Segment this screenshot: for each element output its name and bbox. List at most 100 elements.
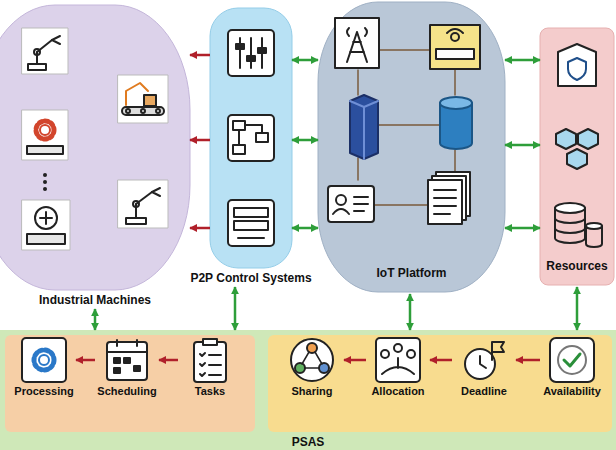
machines-region: [0, 5, 190, 290]
drawing-part: [22, 18, 602, 382]
router-icon: [430, 25, 480, 69]
connector-arrow: [190, 139, 210, 142]
drawing-part: [233, 121, 245, 130]
drawing-part: [234, 208, 268, 217]
drawing-part: [578, 129, 598, 149]
connector-arrow: [190, 54, 210, 57]
drawing-part: [107, 351, 147, 353]
iot-region: [318, 2, 505, 292]
region-node: Industrial Machines: [0, 5, 190, 290]
drawing-part: [27, 146, 63, 154]
robot-arm-icon: [22, 28, 68, 74]
connector-arrow: [292, 227, 318, 230]
server-panel-icon: [228, 200, 274, 246]
drawing-part: [239, 125, 262, 145]
drawing-part: [126, 109, 130, 113]
id-card-icon: [328, 186, 374, 222]
flowchart-icon: [228, 115, 274, 161]
drawing-part: [376, 338, 420, 382]
drawing-part: [480, 356, 486, 368]
drawing-part: [203, 339, 217, 345]
drawing-part: [357, 70, 359, 95]
drawing-part: [333, 209, 349, 214]
documents-icon: [428, 172, 470, 224]
drawing-part: [336, 195, 346, 205]
drawing-part: [43, 180, 47, 184]
drawing-part: [134, 366, 140, 371]
region-label: P2P Control Systems: [190, 271, 311, 285]
drawing-part: [492, 342, 504, 360]
drawing-part: [555, 203, 585, 213]
drawing-part: [319, 363, 329, 373]
drawing-part: [114, 368, 120, 373]
drawing-part: [43, 187, 47, 191]
processing-icon: [22, 338, 66, 382]
region-node: Resources: [540, 28, 614, 285]
drawing-part: [228, 200, 274, 246]
drawing-part: [454, 150, 456, 172]
drawing-part: [394, 344, 402, 352]
drawing-part: [428, 180, 462, 224]
connector-arrow: [344, 359, 366, 362]
drawing-part: [568, 58, 586, 80]
drawing-part: [35, 207, 57, 229]
connector-arrow: [516, 359, 540, 362]
drawing-part: [228, 115, 274, 161]
drawing-part: [52, 36, 60, 44]
connector-arrow: [159, 359, 178, 362]
icon-node: Tasks: [178, 338, 242, 398]
region-label: Industrial Machines: [39, 293, 151, 307]
connector-arrow: [430, 359, 452, 362]
drawing-part: [381, 350, 389, 358]
drawing-part: [152, 188, 160, 196]
drawing-part: [126, 83, 148, 105]
drawing-part: [350, 95, 378, 159]
cubes-icon: [556, 129, 598, 169]
drawing-part: [558, 44, 596, 86]
drawing-part: [357, 158, 359, 180]
connector-arrow: [94, 309, 97, 330]
connector-arrow: [505, 59, 540, 62]
drawing-part: [40, 212, 52, 224]
region-label: IoT Platform: [376, 266, 446, 280]
drawing-part: [567, 149, 587, 169]
icon-node: Allocation: [366, 338, 430, 398]
connector-arrow: [409, 294, 412, 330]
connector-arrow: [505, 144, 540, 147]
icon-node: Availability: [540, 338, 604, 398]
drawing-part: [122, 107, 164, 115]
drawing-part: [27, 234, 65, 244]
p2p-region: [210, 8, 292, 268]
drawing-part: [555, 208, 585, 243]
drawing-part: [250, 38, 252, 68]
drawing-part: [133, 201, 139, 207]
drawing-part: [22, 338, 66, 382]
drawing-part: [236, 44, 244, 49]
region-node: P2P Control Systems: [210, 8, 292, 268]
connector-arrow: [292, 59, 318, 62]
drawing-part: [550, 338, 594, 382]
icon-node: Scheduling: [95, 338, 159, 398]
drawing-part: [22, 110, 68, 160]
deadline-icon: [465, 342, 504, 379]
drawing-part: [354, 197, 368, 211]
drawing-part: [144, 95, 156, 106]
drawing-part: [335, 18, 379, 68]
drawing-part: [36, 52, 38, 64]
icon-label: Sharing: [280, 384, 344, 398]
right-panel: [268, 335, 612, 432]
connector-arrow: [505, 227, 540, 230]
drawing-part: [586, 223, 602, 229]
drawing-part: [407, 350, 415, 358]
left-panel: [5, 335, 255, 432]
drawing-part: [228, 30, 274, 76]
drawing-part: [556, 129, 576, 149]
connector-arrow: [234, 287, 237, 330]
robot-arm-icon: [118, 180, 168, 228]
drawing-part: [34, 49, 40, 55]
connector-arrow: [576, 287, 579, 330]
drawing-part: [22, 28, 68, 74]
drawing-part: [156, 109, 160, 113]
